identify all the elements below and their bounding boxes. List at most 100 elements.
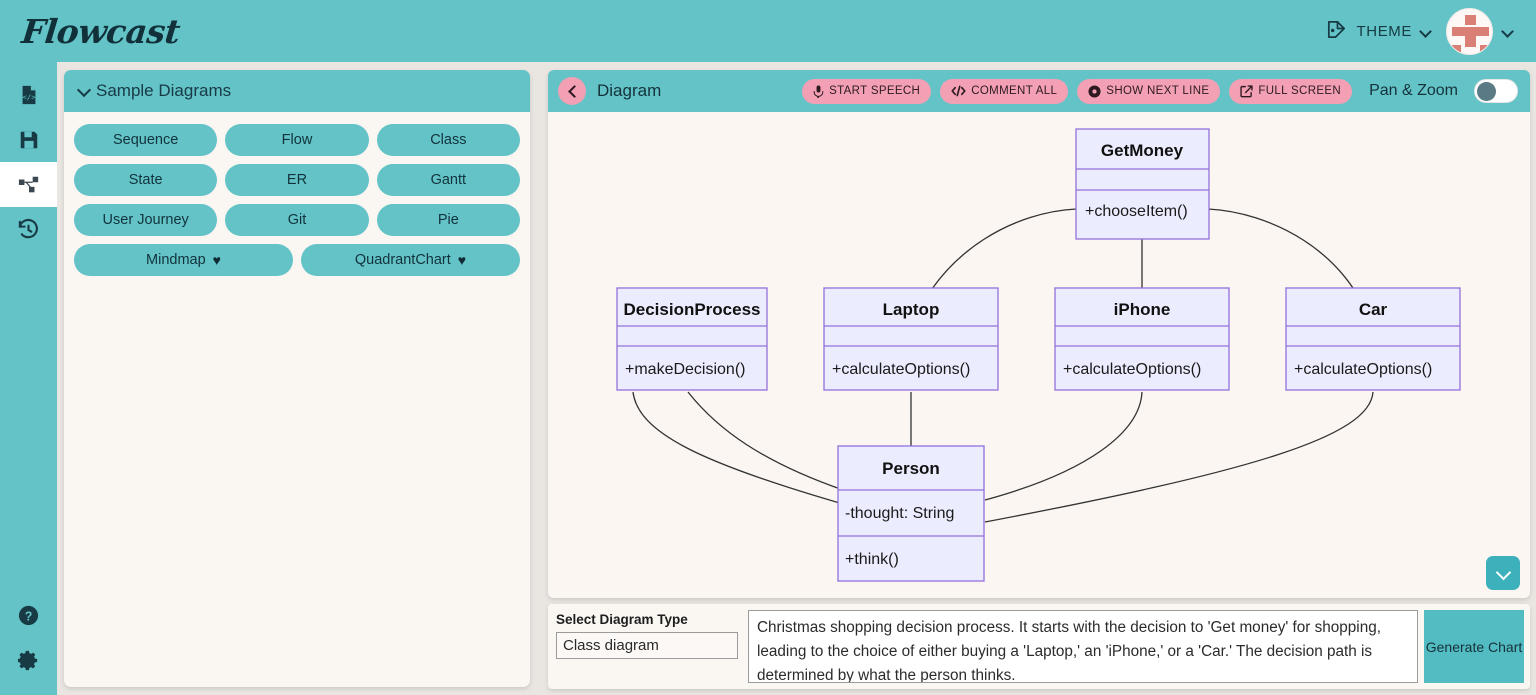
chevron-down-icon (78, 84, 92, 98)
back-button[interactable] (558, 77, 586, 105)
user-menu[interactable] (1446, 8, 1514, 55)
class-title: GetMoney (1101, 141, 1184, 160)
class-method: +makeDecision() (625, 361, 745, 378)
class-method: +calculateOptions() (1294, 361, 1432, 378)
sidebar-item-diagram[interactable] (0, 162, 57, 207)
class-node-laptop[interactable]: Laptop +calculateOptions() (824, 288, 998, 390)
pan-zoom-label: Pan & Zoom (1369, 82, 1458, 100)
class-node-person[interactable]: Person -thought: String +think() (838, 446, 984, 581)
sidebar-item-editor[interactable]: </> (0, 72, 57, 117)
sample-diagrams-header[interactable]: Sample Diagrams (64, 70, 530, 112)
class-method: +calculateOptions() (832, 361, 970, 378)
chip-row: User Journey Git Pie (74, 204, 520, 236)
uml-class-diagram: GetMoney +chooseItem() DecisionProcess +… (548, 112, 1530, 598)
button-label: SHOW NEXT LINE (1106, 85, 1209, 97)
svg-text:</>: </> (22, 92, 36, 101)
chip-label: Git (288, 212, 307, 228)
palette-icon (1325, 18, 1348, 45)
heart-icon: ♥ (458, 252, 466, 268)
sample-chip-pie[interactable]: Pie (377, 204, 520, 236)
toggle-knob (1477, 82, 1496, 101)
microphone-icon (813, 85, 824, 98)
sidebar-item-settings[interactable] (0, 638, 57, 683)
diagram-panel: Diagram START SPEECH COMMENT ALL (548, 70, 1530, 598)
sample-diagrams-panel: Sample Diagrams Sequence Flow Class Stat… (64, 70, 530, 687)
scroll-down-button[interactable] (1486, 556, 1520, 590)
chip-row: Sequence Flow Class (74, 124, 520, 156)
chevron-down-icon (1503, 26, 1514, 37)
sample-chip-user-journey[interactable]: User Journey (74, 204, 217, 236)
app-header: Flowcast THEME (0, 0, 1536, 62)
class-title: DecisionProcess (623, 300, 760, 319)
generate-chart-button[interactable]: Generate Chart (1424, 610, 1524, 683)
save-floppy-icon (18, 129, 40, 151)
description-textarea[interactable]: Christmas shopping decision process. It … (748, 610, 1418, 683)
sample-chip-state[interactable]: State (74, 164, 217, 196)
sidebar-item-history[interactable] (0, 207, 57, 252)
sample-chip-gantt[interactable]: Gantt (377, 164, 520, 196)
class-title: Laptop (883, 300, 940, 319)
sidebar-item-save[interactable] (0, 117, 57, 162)
heart-icon: ♥ (213, 252, 221, 268)
generation-bar: Select Diagram Type Christmas shopping d… (548, 604, 1530, 689)
chip-label: QuadrantChart (355, 252, 451, 268)
sample-diagram-chips: Sequence Flow Class State ER Gantt (64, 112, 530, 294)
pan-zoom-toggle[interactable] (1474, 79, 1518, 103)
header-actions: THEME (1325, 8, 1515, 55)
chip-label: Flow (282, 132, 313, 148)
diagram-canvas[interactable]: GetMoney +chooseItem() DecisionProcess +… (548, 112, 1530, 598)
chip-label: User Journey (103, 212, 189, 228)
show-next-line-button[interactable]: SHOW NEXT LINE (1077, 79, 1220, 104)
class-title: Person (882, 459, 940, 478)
class-attribute: -thought: String (845, 505, 954, 522)
full-screen-button[interactable]: FULL SCREEN (1229, 79, 1352, 104)
theme-label: THEME (1357, 23, 1413, 40)
edge-iphone-person (985, 392, 1142, 500)
start-speech-button[interactable]: START SPEECH (802, 79, 931, 104)
chip-label: Pie (438, 212, 459, 228)
diagram-sitemap-icon (18, 174, 40, 196)
chip-label: Class (430, 132, 466, 148)
sample-chip-quadrantchart[interactable]: QuadrantChart ♥ (301, 244, 520, 276)
diagram-title: Diagram (597, 81, 661, 101)
chip-label: State (129, 172, 163, 188)
history-clock-icon (17, 218, 40, 241)
avatar (1446, 8, 1493, 55)
chevron-down-icon (1496, 566, 1510, 580)
sidebar-item-help[interactable]: ? (0, 593, 57, 638)
sample-chip-er[interactable]: ER (225, 164, 368, 196)
chip-label: Sequence (113, 132, 178, 148)
theme-selector[interactable]: THEME (1325, 18, 1433, 45)
comment-all-button[interactable]: COMMENT ALL (940, 79, 1068, 104)
diagram-type-input[interactable] (556, 632, 738, 659)
class-node-car[interactable]: Car +calculateOptions() (1286, 288, 1460, 390)
app-logo: Flowcast (20, 12, 182, 51)
edge-decisionprocess-person-a (633, 392, 843, 504)
sample-chip-git[interactable]: Git (225, 204, 368, 236)
class-title: iPhone (1114, 300, 1171, 319)
class-node-decisionprocess[interactable]: DecisionProcess +makeDecision() (617, 288, 767, 390)
class-node-iphone[interactable]: iPhone +calculateOptions() (1055, 288, 1229, 390)
chip-row: State ER Gantt (74, 164, 520, 196)
sample-chip-class[interactable]: Class (377, 124, 520, 156)
code-brackets-icon (951, 85, 966, 97)
class-method: +think() (845, 551, 899, 568)
sample-chip-sequence[interactable]: Sequence (74, 124, 217, 156)
svg-text:?: ? (25, 609, 33, 623)
button-label: FULL SCREEN (1258, 85, 1341, 97)
chip-label: ER (287, 172, 307, 188)
button-label: COMMENT ALL (971, 85, 1057, 97)
chip-label: Mindmap (146, 252, 206, 268)
diagram-type-label: Select Diagram Type (556, 612, 738, 627)
edge-decisionprocess-person-b (688, 392, 843, 490)
sample-chip-mindmap[interactable]: Mindmap ♥ (74, 244, 293, 276)
chevron-down-icon (1421, 26, 1432, 37)
chip-row-favorites: Mindmap ♥ QuadrantChart ♥ (74, 244, 520, 276)
class-node-getmoney[interactable]: GetMoney +chooseItem() (1076, 129, 1209, 239)
class-method: +calculateOptions() (1063, 361, 1201, 378)
button-label: START SPEECH (829, 85, 920, 97)
diagram-toolbar: Diagram START SPEECH COMMENT ALL (548, 70, 1530, 112)
left-icon-rail: </> (0, 62, 57, 695)
sample-chip-flow[interactable]: Flow (225, 124, 368, 156)
